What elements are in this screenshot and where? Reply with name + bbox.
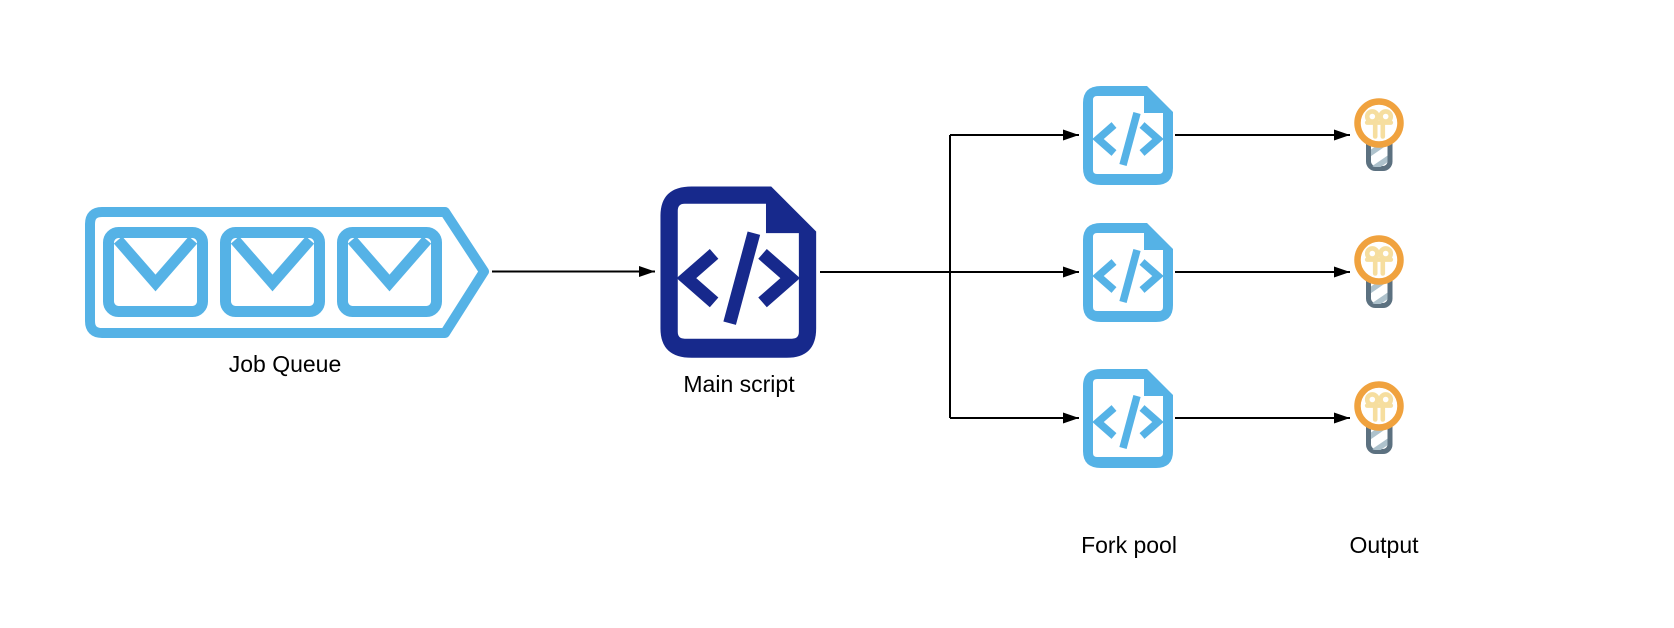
lightbulb-icon (1358, 239, 1401, 311)
mail-envelope-icon (343, 233, 437, 312)
output-group (1358, 102, 1401, 457)
lightbulb-icon (1358, 102, 1401, 174)
fork-pool-label: Fork pool (1081, 532, 1177, 558)
output-label: Output (1349, 532, 1419, 558)
main-script-label: Main script (683, 371, 795, 397)
fork-worker-code-file-icon (1083, 369, 1173, 468)
mail-envelope-icon (226, 233, 320, 312)
job-queue-label: Job Queue (228, 351, 342, 377)
fork-worker-code-file-icon (1083, 223, 1173, 322)
fork-worker-code-file-icon (1083, 86, 1173, 185)
mail-envelope-icon (109, 233, 203, 312)
lightbulb-icon (1358, 385, 1401, 457)
job-queue-shape (85, 207, 489, 338)
main-script-code-file-icon (660, 186, 816, 357)
fork-pool-group (1083, 86, 1173, 468)
connector-arrows (492, 129, 1350, 424)
